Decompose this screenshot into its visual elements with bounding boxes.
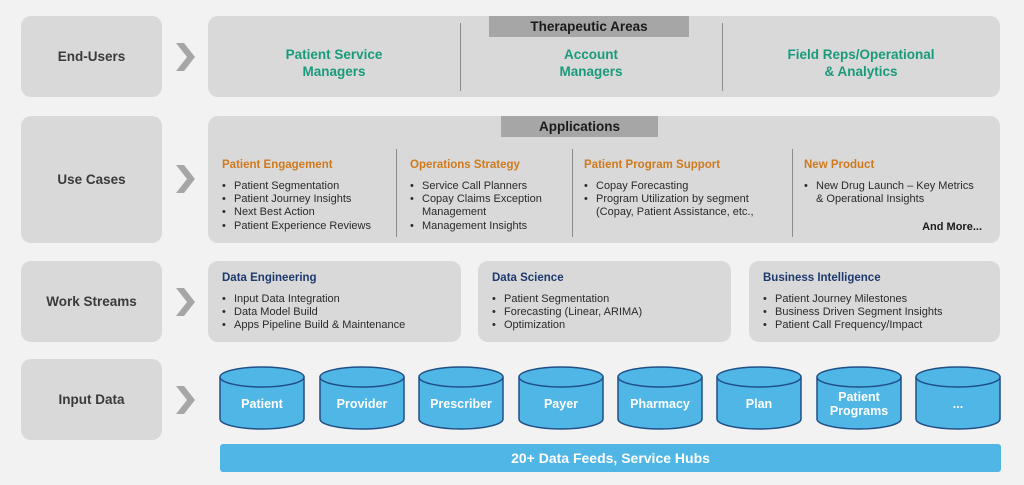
- work-stream-list: Patient Journey Milestones Business Driv…: [763, 293, 943, 333]
- data-feeds-bar: 20+ Data Feeds, Service Hubs: [220, 444, 1001, 472]
- and-more-link[interactable]: And More...: [922, 221, 982, 233]
- use-case-list: Patient Segmentation Patient Journey Ins…: [222, 180, 371, 233]
- work-stream-title: Data Engineering: [222, 272, 317, 284]
- list-item: Business Driven Segment Insights: [763, 306, 943, 319]
- list-item: Patient Journey Insights: [222, 193, 371, 206]
- applications-tag: Applications: [501, 116, 658, 137]
- list-item: Copay Forecasting: [584, 180, 786, 193]
- row-label-end-users: End-Users: [21, 16, 162, 97]
- database-cylinder-more: ...: [915, 366, 1001, 430]
- use-case-list: New Drug Launch – Key Metrics & Operatio…: [804, 180, 984, 206]
- list-item: Patient Journey Milestones: [763, 293, 943, 306]
- work-stream-data-science: Data Science Patient Segmentation Foreca…: [478, 261, 731, 342]
- work-stream-title: Data Science: [492, 272, 564, 284]
- chevron-right-icon: [174, 288, 196, 316]
- data-source-label: Payer: [543, 396, 579, 411]
- list-item: Optimization: [492, 319, 642, 332]
- use-case-list: Copay Forecasting Program Utilization by…: [584, 180, 786, 220]
- column-divider: [460, 23, 461, 91]
- work-stream-business-intelligence: Business Intelligence Patient Journey Mi…: [749, 261, 1000, 342]
- end-user-account-managers: Account Managers: [559, 47, 623, 79]
- chevron-right-icon: [174, 386, 196, 414]
- use-case-new-product: New Product New Drug Launch – Key Metric…: [804, 116, 984, 243]
- list-item: Copay Claims Exception Management: [410, 193, 568, 219]
- database-cylinder-icon: [816, 366, 902, 430]
- data-source-label: Prescriber: [430, 396, 492, 411]
- list-item: Forecasting (Linear, ARIMA): [492, 306, 642, 319]
- work-stream-data-engineering: Data Engineering Input Data Integration …: [208, 261, 461, 342]
- list-item: Patient Segmentation: [222, 180, 371, 193]
- column-divider: [722, 23, 723, 91]
- row-label-input-data: Input Data: [21, 359, 162, 440]
- database-cylinder-payer: Payer: [518, 366, 604, 430]
- row-label-work-streams: Work Streams: [21, 261, 162, 342]
- use-case-title: Operations Strategy: [410, 159, 520, 171]
- list-item: Next Best Action: [222, 206, 371, 219]
- list-item: Patient Segmentation: [492, 293, 642, 306]
- work-stream-list: Patient Segmentation Forecasting (Linear…: [492, 293, 642, 333]
- work-stream-title: Business Intelligence: [763, 272, 881, 284]
- list-item: Patient Experience Reviews: [222, 220, 371, 233]
- work-stream-list: Input Data Integration Data Model Build …: [222, 293, 405, 333]
- use-case-title: Patient Program Support: [584, 159, 721, 171]
- end-user-field-reps: Field Reps/Operational & Analytics: [787, 47, 935, 79]
- data-source-label: ...: [952, 396, 964, 411]
- use-case-patient-program-support: Patient Program Support Copay Forecastin…: [584, 116, 784, 243]
- database-cylinder-patient-programs: Patient Programs: [816, 366, 902, 430]
- database-cylinder-icon: [219, 366, 305, 430]
- database-cylinder-pharmacy: Pharmacy: [617, 366, 703, 430]
- database-cylinder-icon: [418, 366, 504, 430]
- data-source-label: Patient Programs: [829, 389, 889, 418]
- list-item: Data Model Build: [222, 306, 405, 319]
- database-cylinder-icon: [518, 366, 604, 430]
- use-cases-panel: Patient Engagement Patient Segmentation …: [208, 116, 1000, 243]
- data-source-label: Plan: [745, 396, 773, 411]
- database-cylinder-icon: [319, 366, 405, 430]
- database-cylinder-patient: Patient: [219, 366, 305, 430]
- list-item: Service Call Planners: [410, 180, 568, 193]
- column-divider: [792, 149, 793, 237]
- data-source-label: Provider: [336, 396, 388, 411]
- use-case-list: Service Call Planners Copay Claims Excep…: [410, 180, 568, 233]
- database-cylinder-prescriber: Prescriber: [418, 366, 504, 430]
- column-divider: [396, 149, 397, 237]
- end-user-patient-service-managers: Patient Service Managers: [285, 47, 383, 79]
- column-divider: [572, 149, 573, 237]
- list-item: New Drug Launch – Key Metrics & Operatio…: [804, 180, 984, 206]
- use-case-title: Patient Engagement: [222, 159, 333, 171]
- use-case-patient-engagement: Patient Engagement Patient Segmentation …: [222, 116, 398, 243]
- list-item: Input Data Integration: [222, 293, 405, 306]
- use-case-operations-strategy: Operations Strategy Service Call Planner…: [410, 116, 570, 243]
- list-item: Apps Pipeline Build & Maintenance: [222, 319, 405, 332]
- data-source-label: Pharmacy: [630, 396, 690, 411]
- list-item: Management Insights: [410, 220, 568, 233]
- data-source-label: Patient: [241, 396, 283, 411]
- therapeutic-areas-tag: Therapeutic Areas: [489, 16, 689, 37]
- list-item: Program Utilization by segment (Copay, P…: [584, 193, 786, 219]
- chevron-right-icon: [174, 165, 196, 193]
- database-cylinder-icon: [915, 366, 1001, 430]
- chevron-right-icon: [174, 43, 196, 71]
- database-cylinder-icon: [716, 366, 802, 430]
- database-cylinder-icon: [617, 366, 703, 430]
- row-label-use-cases: Use Cases: [21, 116, 162, 243]
- use-case-title: New Product: [804, 159, 875, 171]
- database-cylinder-plan: Plan: [716, 366, 802, 430]
- list-item: Patient Call Frequency/Impact: [763, 319, 943, 332]
- database-cylinder-provider: Provider: [319, 366, 405, 430]
